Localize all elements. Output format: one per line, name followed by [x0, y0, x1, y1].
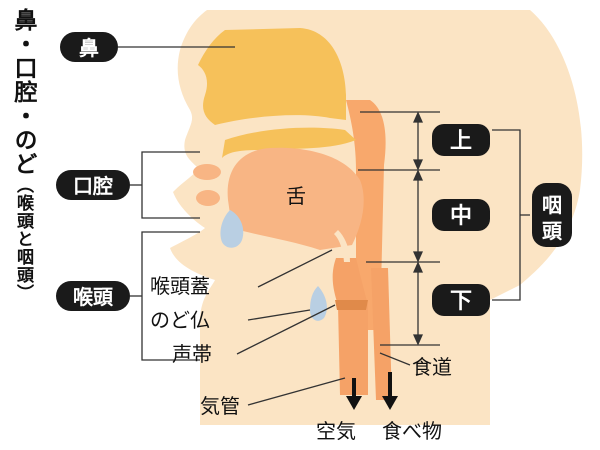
trachea-label: 気管 [200, 394, 240, 418]
pharynx-upper-label: 上 [450, 129, 472, 154]
larynx-badge: 喉頭 [56, 281, 130, 311]
pharynx-lower-label: 下 [450, 289, 472, 314]
lower-lip [196, 190, 220, 206]
pharynx-badge-label-1: 咽 [542, 193, 562, 217]
vocal-cords-leader [236, 304, 336, 355]
tongue-label: 舌 [286, 184, 306, 208]
pharynx-lower-badge: 下 [432, 284, 490, 316]
epiglottis-label: 喉頭蓋 [150, 274, 210, 298]
pharynx-upper-badge: 上 [432, 124, 490, 156]
pharynx-badge: 咽 頭 [532, 183, 572, 247]
upper-span-arrow-bottom [412, 159, 424, 171]
upper-span-arrow-top [412, 111, 424, 123]
esophagus-label: 食道 [412, 355, 452, 379]
trachea-tube [332, 258, 368, 395]
pharynx-middle-badge: 中 [432, 199, 490, 231]
esophagus-tube [371, 268, 392, 400]
diagram-title: 鼻・口腔・のど（喉頭と咽頭） [6, 8, 36, 302]
saliva-drop [220, 210, 244, 248]
upper-lip [193, 164, 221, 180]
epiglottis-shape [334, 230, 350, 262]
lower-span-arrow-bottom [412, 334, 424, 346]
adams-apple-leader [247, 309, 311, 321]
nose-badge-label: 鼻 [79, 36, 99, 60]
vocal-cords-label: 声帯 [172, 342, 212, 366]
esophagus-leader [379, 352, 411, 366]
soft-palate [222, 127, 356, 158]
middle-span-arrow-bottom [412, 251, 424, 263]
larynx-badge-label: 喉頭 [73, 285, 114, 309]
nose-badge: 鼻 [60, 32, 118, 62]
vocal-cords-shape [335, 300, 368, 310]
trachea-leader [247, 377, 346, 406]
oral-cavity-badge-label: 口腔 [73, 174, 113, 198]
title-main: 鼻・口腔・のど [10, 8, 36, 176]
adams-apple-label: のど仏 [150, 308, 210, 332]
air-arrow-head [346, 396, 362, 410]
title-parenthetical: （喉頭と咽頭） [13, 176, 33, 302]
middle-span-arrow-top [412, 169, 424, 181]
pharynx-badge-label-2: 頭 [542, 219, 563, 243]
saliva-drop-larynx [310, 286, 327, 321]
lower-span-arrow-top [412, 261, 424, 273]
epiglottis-leader [257, 249, 333, 288]
food-arrow-head [382, 396, 398, 410]
pharynx-middle-label: 中 [450, 204, 472, 229]
air-label: 空気 [316, 419, 356, 443]
nasal-cavity [198, 28, 346, 125]
oral-cavity-badge: 口腔 [56, 170, 130, 200]
food-label: 食べ物 [382, 419, 442, 443]
tongue-shape [227, 147, 364, 250]
